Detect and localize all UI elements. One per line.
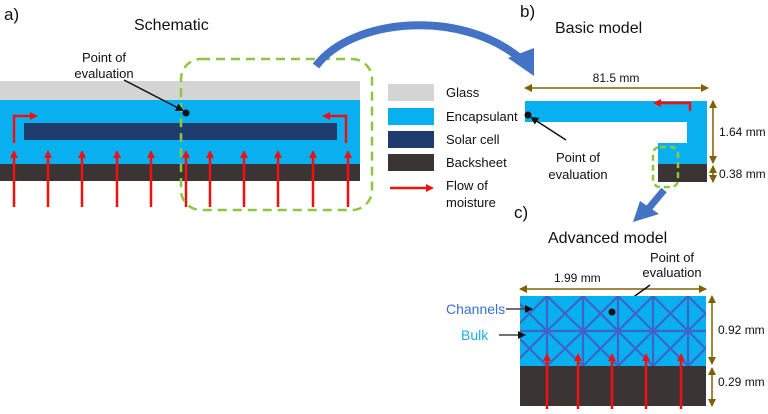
zoom-region-box: [179, 57, 374, 212]
advanced-point-label-line2: evaluation: [642, 265, 701, 280]
schematic-backsheet-layer: [0, 164, 360, 181]
schematic-evaluation-point: [182, 109, 190, 117]
legend-label-solar-cell: Solar cell: [446, 132, 500, 147]
legend: Glass Encapsulant Solar cell Backsheet F…: [388, 84, 518, 210]
channels-label: Channels: [446, 301, 505, 317]
moisture-edge-arrow-right: [322, 112, 348, 143]
legend-swatch-solar-cell: [388, 131, 434, 148]
advanced-model-geometry: [520, 296, 706, 406]
transition-arrow-b-to-c: [646, 187, 667, 211]
basic-encapsulant-edge: [687, 122, 707, 143]
schematic-point-pointer: [123, 79, 184, 111]
schematic-point-label-line2: evaluation: [74, 66, 133, 81]
schematic-layers: [0, 81, 360, 181]
schematic-solar-cell: [24, 123, 337, 140]
basic-zoom-box: [651, 145, 680, 189]
advanced-channels: [520, 296, 706, 366]
basic-width-label: 81.5 mm: [593, 71, 640, 85]
schematic-title: Schematic: [134, 17, 209, 34]
basic-backsheet: [658, 164, 707, 182]
basic-point-label-line1: Point of: [556, 150, 600, 165]
transition-arrow-a-to-b: [312, 21, 525, 69]
advanced-evaluation-point: [608, 308, 616, 316]
advanced-height-label-1: 0.92 mm: [718, 323, 765, 337]
panel-label-a: a): [4, 5, 19, 24]
legend-label-backsheet: Backsheet: [446, 155, 507, 170]
legend-swatch-backsheet: [388, 154, 434, 171]
moisture-edge-arrow-left: [12, 112, 38, 143]
advanced-model-title: Advanced model: [548, 230, 667, 247]
basic-encapsulant-top: [525, 101, 707, 122]
panel-label-c: c): [514, 203, 528, 222]
schematic-flow-arrows: [10, 112, 352, 207]
legend-swatch-encapsulant: [388, 108, 434, 125]
legend-flow-line1: Flow of: [446, 178, 488, 193]
basic-flow-arrow: [653, 99, 692, 111]
legend-label-encapsulant: Encapsulant: [446, 109, 518, 124]
basic-point-pointer: [530, 116, 567, 141]
transition-arrow-a-to-b-head: [508, 48, 534, 76]
basic-point-label-line2: evaluation: [548, 167, 607, 182]
legend-swatch-glass: [388, 84, 434, 101]
transition-arrow-b-to-c-head: [633, 201, 659, 222]
advanced-flow-arrows: [543, 353, 685, 409]
advanced-width-label: 1.99 mm: [554, 271, 601, 285]
schematic-point-label-line1: Point of: [82, 50, 126, 65]
panel-label-b: b): [520, 2, 535, 21]
legend-flow-line2: moisture: [446, 195, 496, 210]
advanced-point-label-line1: Point of: [650, 250, 694, 265]
basic-model-title: Basic model: [555, 20, 642, 37]
basic-height-label-2: 0.38 mm: [719, 167, 766, 181]
basic-height-label-1: 1.64 mm: [719, 125, 766, 139]
legend-label-glass: Glass: [446, 85, 480, 100]
bulk-label: Bulk: [461, 327, 489, 343]
advanced-height-label-2: 0.29 mm: [718, 375, 765, 389]
basic-evaluation-point: [524, 111, 532, 119]
